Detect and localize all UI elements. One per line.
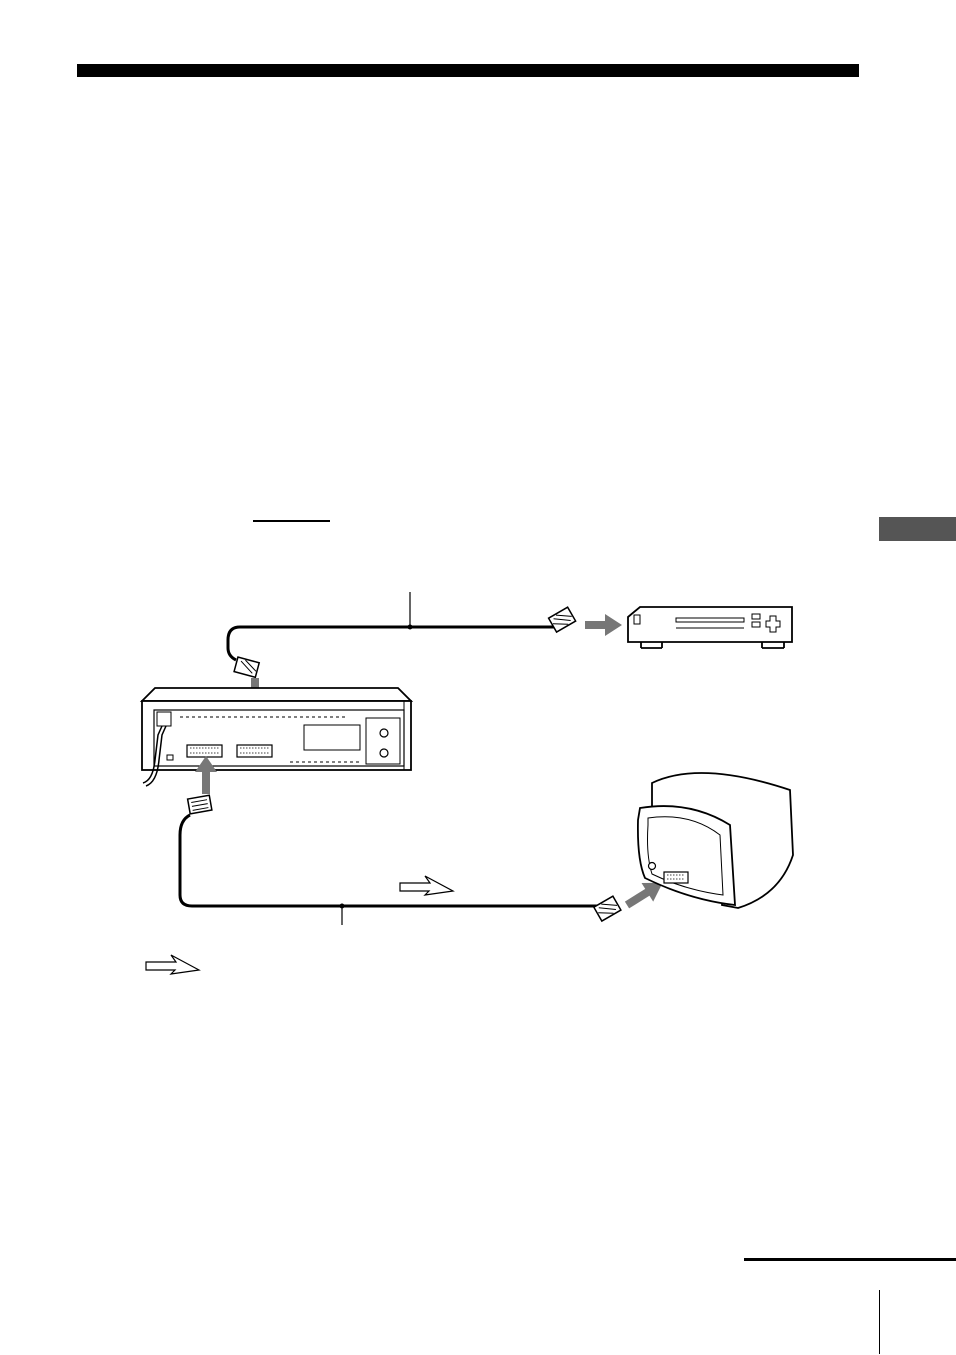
connect-arrow-icon [624,882,663,909]
legend-signal-flow-arrow-icon [145,954,201,975]
vcr-rear-panel [139,687,414,787]
leader-dot-bottom [339,903,345,909]
external-player [627,606,793,649]
scart-plug-bottom-left [186,794,213,815]
underline-mark [253,520,330,522]
scart-cable-top [226,625,555,662]
scart-plug-top-right [547,606,577,634]
page-number-divider [879,1290,880,1354]
section-tab [879,517,956,541]
signal-flow-arrow-icon [399,875,455,896]
leader-dot-top [407,624,413,630]
scart-plug-bottom-right [592,895,622,923]
connect-arrow-icon [585,614,622,636]
scart-cable-bottom [178,813,598,908]
scart-plug-top-left [233,656,261,679]
continued-rule [744,1258,956,1261]
tv-monitor [636,772,794,909]
heading-bar [77,64,859,77]
connect-arrow-icon [195,756,217,794]
